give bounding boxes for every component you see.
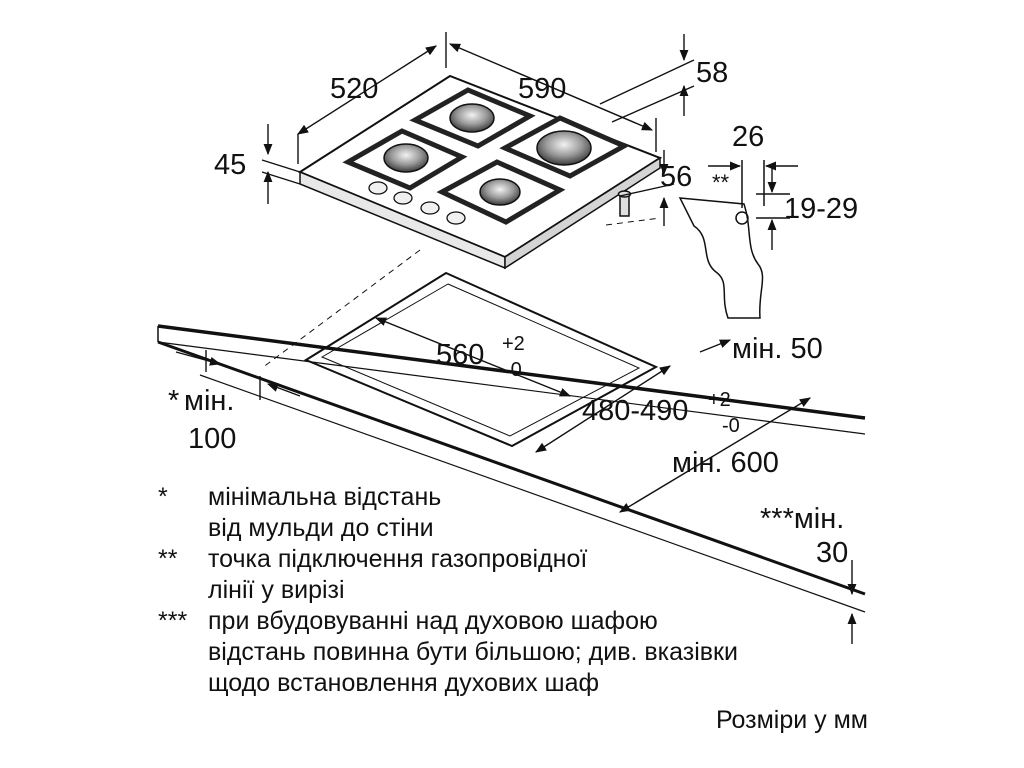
connection-detail: [678, 160, 790, 319]
footnote-mark: **: [158, 545, 178, 573]
dim-hob-side: 56: [660, 161, 692, 193]
footnote-mark: ***: [158, 607, 188, 635]
burner-wok: [536, 130, 592, 166]
dim-min-100-marker: *: [168, 385, 179, 417]
burner-front-left: [383, 143, 429, 173]
dim-min-100-value: 100: [188, 423, 236, 455]
dim-min-30-label: ***мін.: [760, 503, 844, 535]
dim-conn-marker: **: [712, 170, 730, 195]
dim-cutout-width-plus: +2: [502, 333, 525, 355]
dim-hob-height-below: 58: [696, 57, 728, 89]
footnote-2: ** точка підключення газопровідної лінії…: [158, 544, 878, 606]
knob: [368, 181, 388, 195]
footnotes: * мінімальна відстань від мульди до стін…: [158, 482, 878, 699]
knob: [393, 191, 413, 205]
footnote-mark: *: [158, 483, 168, 511]
dim-conn-range: 19-29: [784, 193, 858, 225]
dim-cutout-width: 560: [436, 339, 484, 371]
footnote-text: при вбудовуванні над духовою шафою відст…: [208, 607, 738, 697]
burner-rear-left: [449, 103, 495, 133]
knob: [446, 211, 466, 225]
dim-hob-depth: 520: [330, 73, 378, 105]
dim-cutout-width-minus: -0: [504, 359, 522, 381]
dim-hob-height-above: 45: [214, 149, 246, 181]
units-label: Розміри у мм: [715, 706, 868, 734]
dim-cutout-depth-minus: -0: [722, 415, 740, 437]
dim-cutout-depth-plus: +2: [708, 389, 731, 411]
dim-min-30-value: 30: [816, 537, 848, 569]
footnote-text: мінімальна відстань від мульди до стіни: [208, 483, 442, 542]
control-knobs: [368, 181, 466, 225]
dim-min-600: мін. 600: [672, 447, 779, 479]
dimension-lines: [175, 32, 857, 644]
knob: [420, 201, 440, 215]
dim-min-100-label: мін.: [184, 385, 234, 417]
dim-hob-width: 590: [518, 73, 566, 105]
dim-conn-offset: 26: [732, 121, 764, 153]
footnote-3: *** при вбудовуванні над духовою шафою в…: [158, 606, 878, 699]
burner-front-right: [479, 178, 521, 206]
dim-min-50: мін. 50: [732, 333, 823, 365]
footnote-text: точка підключення газопровідної лінії у …: [208, 545, 588, 604]
footnote-1: * мінімальна відстань від мульди до стін…: [158, 482, 878, 544]
cutout: [303, 271, 659, 448]
dim-cutout-depth: 480-490: [582, 395, 688, 427]
projection-lines: [261, 217, 661, 369]
